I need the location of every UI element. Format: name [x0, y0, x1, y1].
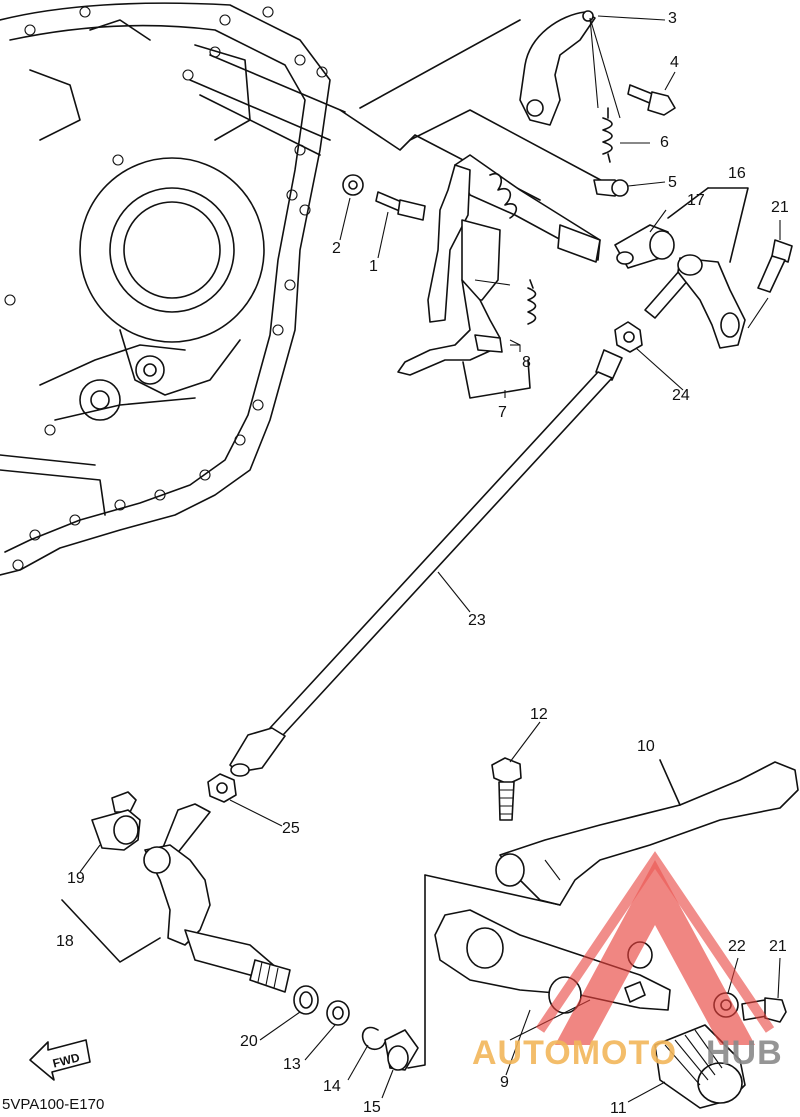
part-17-rod-end: [614, 224, 675, 269]
callout-14: 14: [323, 1078, 341, 1095]
part-5-pin: [593, 179, 629, 197]
part-11-pedal-rubber: [654, 1024, 746, 1109]
callout-10: 10: [637, 738, 655, 755]
callout-25: 25: [282, 820, 300, 837]
callout-17: 17: [687, 192, 705, 209]
part-18-shift-arm-assembly: [143, 803, 291, 993]
callout-24: 24: [672, 387, 690, 404]
callout-1: 1: [369, 258, 378, 275]
part-15-bushing: [384, 1029, 419, 1071]
part-1-stud: [375, 191, 426, 221]
drawing-code: 5VPA100-E170: [2, 1096, 105, 1113]
part-7-shift-shaft-assembly: [397, 154, 601, 376]
part-2-washer: [342, 174, 364, 196]
fwd-arrow-label: FWD: [51, 1050, 81, 1070]
callout-15: 15: [363, 1099, 381, 1116]
part-12-bolt: [491, 757, 522, 821]
callout-21-top: 21: [771, 199, 789, 216]
part-19-rod-end: [91, 791, 141, 851]
callout-6: 6: [660, 134, 669, 151]
part-3-stopper-bracket: [519, 10, 596, 126]
part-16-shift-arm-assembly: [644, 254, 746, 349]
part-25-nut: [207, 773, 237, 803]
callout-12: 12: [530, 706, 548, 723]
watermark-text-hub: HUB: [706, 1034, 783, 1072]
callout-9: 9: [500, 1074, 509, 1091]
watermark-text-automoto: AUTOMOTO: [472, 1034, 678, 1072]
callout-7: 7: [498, 404, 507, 421]
callout-5: 5: [668, 174, 677, 191]
callout-4: 4: [670, 54, 679, 71]
leader-lines: [79, 15, 781, 1103]
watermark-triangle-logo: [535, 851, 775, 1045]
callout-22: 22: [728, 938, 746, 955]
part-14-circlip: [361, 1026, 386, 1051]
callout-2: 2: [332, 240, 341, 257]
callout-23: 23: [468, 612, 486, 629]
crankcase: [0, 2, 346, 576]
part-4-bolt: [627, 84, 676, 116]
callout-21-bottom: 21: [769, 938, 787, 955]
fwd-arrow-icon: FWD: [29, 1039, 91, 1081]
part-24-nut: [614, 321, 643, 353]
callout-3: 3: [668, 10, 677, 27]
part-20-washer: [293, 985, 319, 1015]
callout-8: 8: [522, 354, 531, 371]
callout-11: 11: [610, 1100, 627, 1117]
part-23-shift-rod: [229, 349, 623, 777]
part-8-spring: [527, 279, 537, 325]
part-13-washer: [326, 1000, 350, 1026]
callout-20: 20: [240, 1033, 258, 1050]
part-6-spring: [602, 107, 613, 163]
callout-16: 16: [728, 165, 746, 182]
callout-18: 18: [56, 933, 74, 950]
callout-13: 13: [283, 1056, 301, 1073]
part-21-bolt-top: [757, 239, 793, 293]
callout-19: 19: [67, 870, 85, 887]
